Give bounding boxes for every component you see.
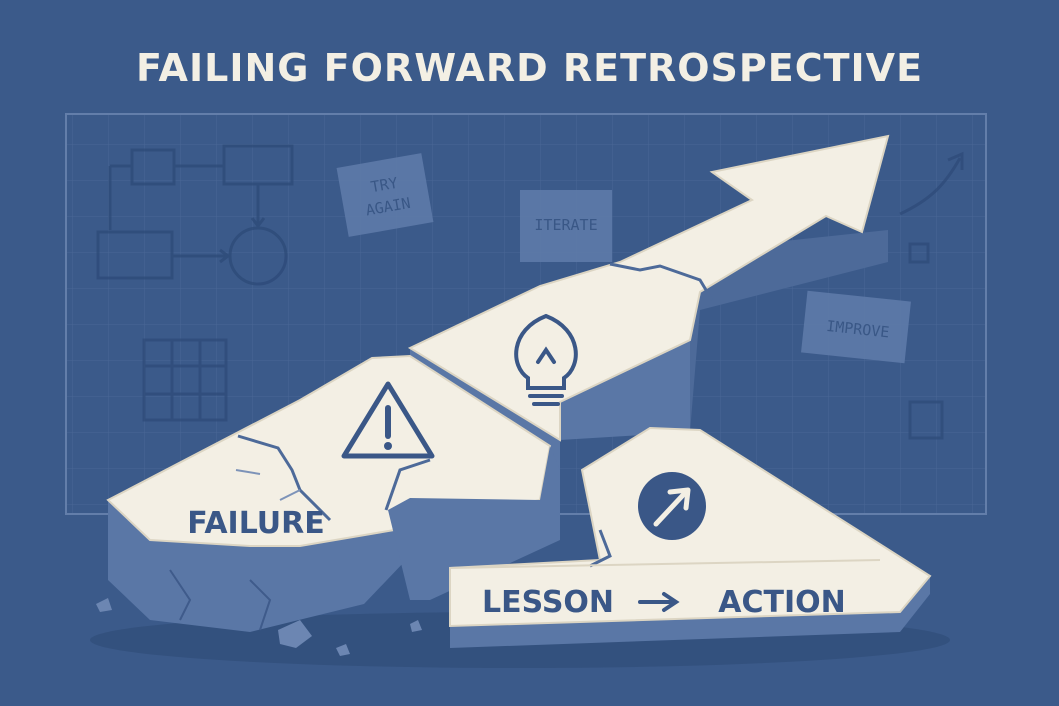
- table-sketch: [142, 338, 228, 422]
- failure-label: FAILURE: [187, 506, 324, 541]
- failure-block: FAILURE: [106, 354, 560, 632]
- lightbulb-icon: [514, 313, 578, 406]
- sticky-note-improve: IMPROVE: [801, 290, 911, 364]
- rubble: [96, 598, 422, 656]
- flowchart-sketch: [96, 144, 294, 286]
- right-arrow-icon: [638, 592, 680, 612]
- sticky-note-try-again: TRY AGAIN: [336, 153, 434, 237]
- svg-text:TRY: TRY: [369, 174, 399, 196]
- right-sketch: [899, 151, 964, 440]
- warning-triangle-icon: [341, 381, 435, 459]
- sticky-note-iterate: ITERATE: [520, 190, 612, 262]
- lesson-label: LESSON: [482, 585, 614, 620]
- arrow-up-right-icon: [638, 472, 706, 540]
- action-label: ACTION: [718, 585, 845, 620]
- svg-text:ITERATE: ITERATE: [534, 216, 597, 234]
- page-title: FAILING FORWARD RETROSPECTIVE: [135, 46, 924, 90]
